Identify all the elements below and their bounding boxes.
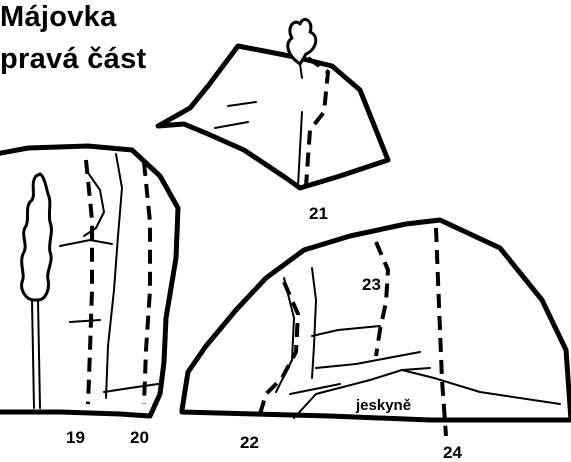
route-label-24: 24 [443,444,462,461]
route-label-19: 19 [66,429,85,446]
route-23-line [376,242,388,356]
rock-21 [158,46,388,188]
title-line-1: Májovka [0,3,117,32]
route-label-20: 20 [130,429,149,446]
title-line-2: pravá část [0,45,147,74]
route-21-line [306,58,328,186]
route-24-line [436,228,446,436]
cave-label: jeskyně [354,398,413,413]
route-label-23: 23 [362,276,381,293]
tree-icon [22,174,52,408]
shrub-icon [288,19,316,78]
route-20-line [144,162,150,404]
route-19-line [86,160,92,404]
route-label-22: 22 [240,434,259,451]
route-label-21: 21 [309,205,328,222]
